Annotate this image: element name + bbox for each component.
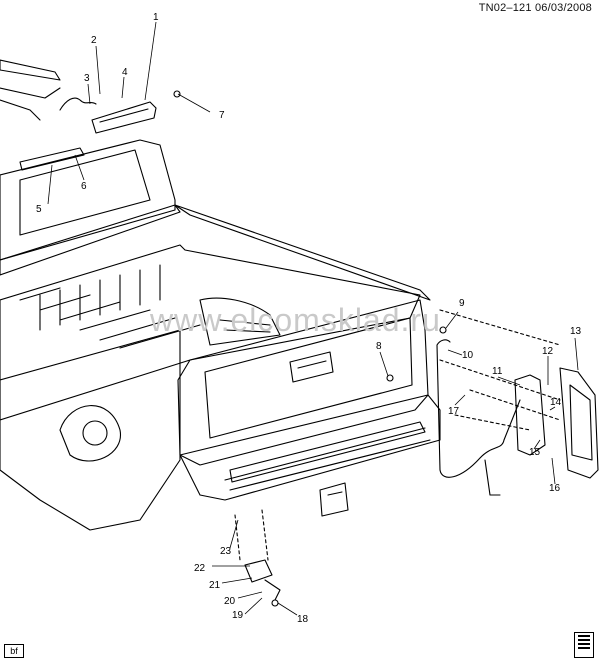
callout-3: 3 — [84, 73, 90, 84]
fastener-8 — [386, 374, 394, 382]
callout-10: 10 — [462, 350, 474, 361]
callout-6: 6 — [81, 181, 87, 192]
callout-11: 11 — [492, 366, 503, 377]
callout-9: 9 — [459, 298, 465, 309]
harness-upper — [59, 97, 97, 111]
wheel-well — [199, 297, 281, 346]
bumper-step — [229, 421, 426, 483]
callout-20: 20 — [224, 596, 236, 607]
callout-19: 19 — [232, 610, 244, 621]
tailgate-inner — [204, 317, 413, 439]
callout-16: 16 — [549, 483, 561, 494]
license-lamp — [244, 559, 281, 601]
fastener-9 — [439, 326, 447, 334]
fastener-7 — [173, 90, 181, 98]
callout-5: 5 — [36, 204, 42, 215]
fastener-18 — [271, 599, 279, 607]
left-fender — [0, 329, 181, 531]
callout-21: 21 — [209, 580, 221, 591]
leader-lines — [47, 21, 579, 616]
harness-dash — [439, 309, 561, 431]
taillamp — [559, 367, 599, 479]
watermark: www.elcomsklad.ru — [150, 302, 441, 338]
callout-13: 13 — [570, 326, 582, 337]
callout-17: 17 — [448, 406, 460, 417]
callout-8: 8 — [376, 341, 382, 352]
cab-light-lower — [19, 147, 85, 171]
callout-23: 23 — [220, 546, 232, 557]
cab-roof — [0, 59, 61, 121]
callout-labels: 1 2 3 4 5 6 7 8 9 10 11 12 13 14 15 16 1… — [36, 12, 582, 625]
cab-back — [0, 139, 176, 261]
bed-left-wall — [0, 204, 181, 276]
bed-ribs — [19, 264, 201, 349]
license-lamp-leader — [234, 509, 269, 561]
corner-code: bf — [4, 644, 24, 658]
lamp-bracket — [514, 374, 546, 456]
diagram-reference: TN02–121 06/03/2008 — [478, 2, 592, 14]
callout-1: 1 — [153, 12, 159, 23]
callout-18: 18 — [297, 614, 309, 625]
hitch-receiver — [319, 482, 349, 517]
callout-2: 2 — [91, 35, 97, 46]
bed-floor — [0, 244, 421, 421]
lamp-harness — [436, 339, 521, 496]
tailgate-handle — [289, 351, 334, 383]
callout-14: 14 — [550, 397, 562, 408]
callout-4: 4 — [122, 67, 128, 78]
callout-7: 7 — [219, 110, 225, 121]
tailgate — [177, 299, 429, 466]
fuel-door — [82, 420, 108, 446]
bed-front-rail — [174, 204, 431, 301]
callout-22: 22 — [194, 563, 206, 574]
cab-light-upper — [91, 101, 157, 134]
callout-15: 15 — [529, 447, 541, 458]
rear-bumper — [179, 394, 441, 501]
manufacturer-logo-icon — [574, 632, 594, 658]
callout-12: 12 — [542, 346, 554, 357]
